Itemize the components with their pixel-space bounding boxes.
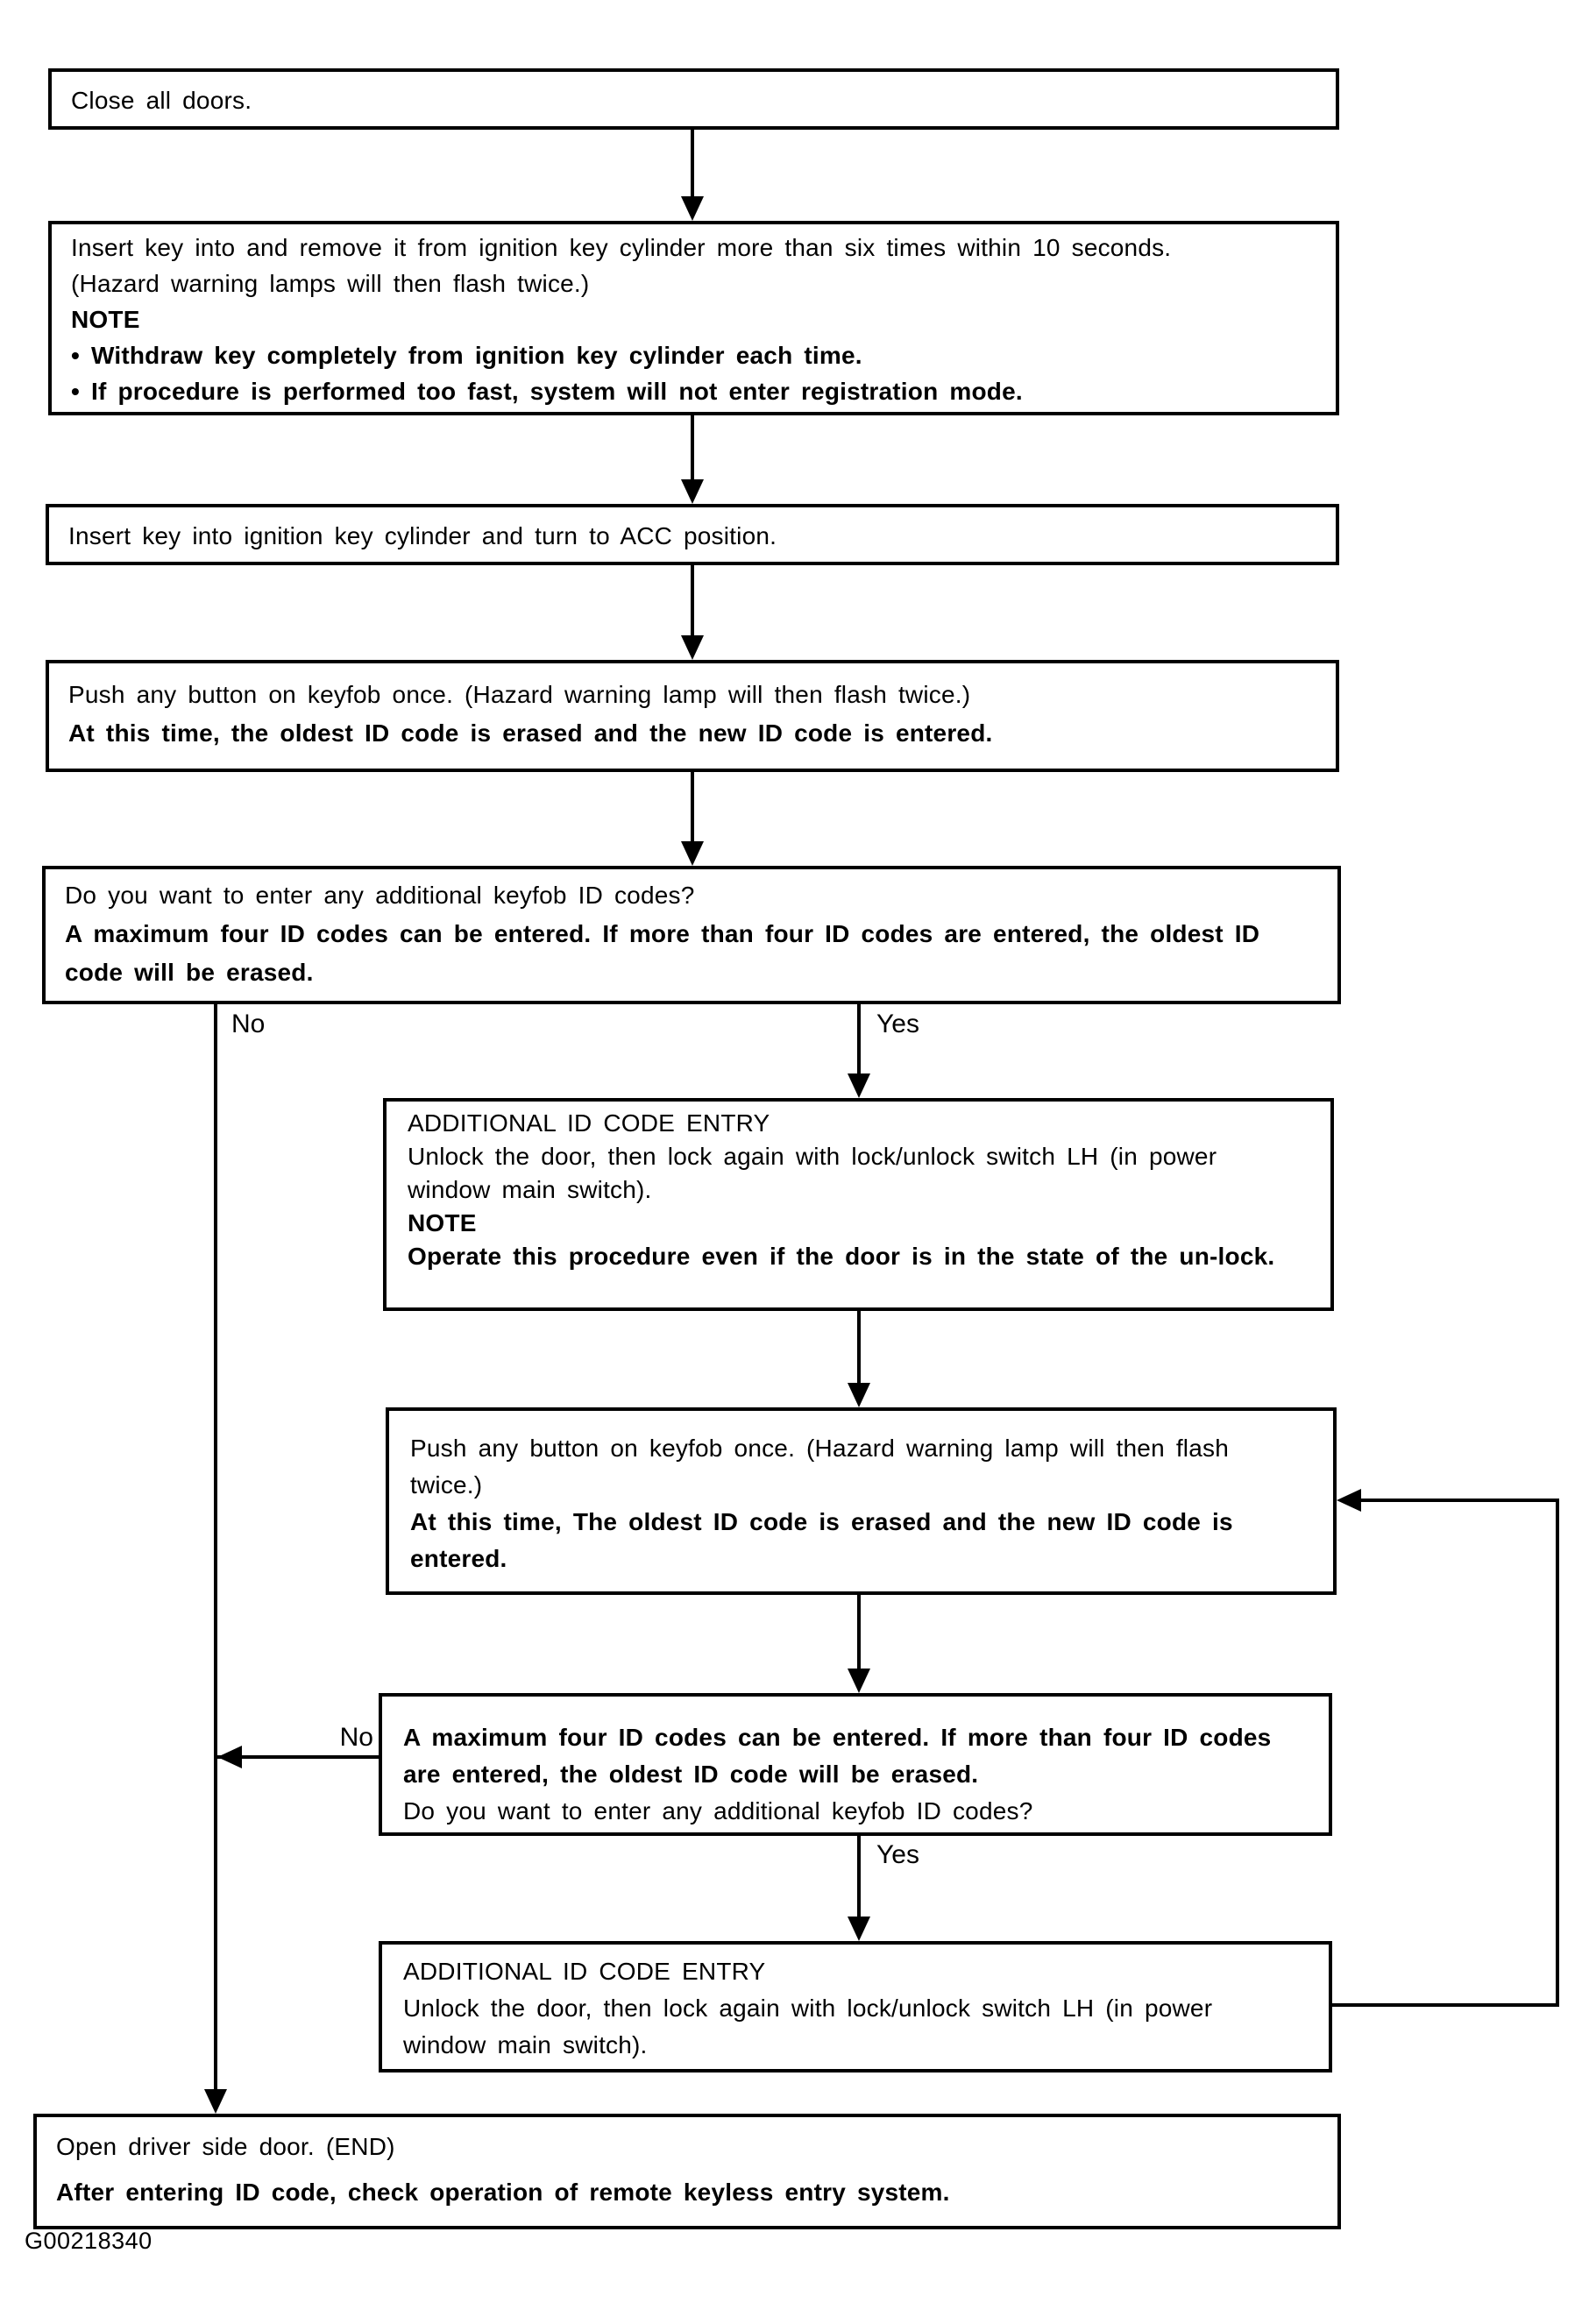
step-turn-acc: Insert key into ignition key cylinder an…	[46, 504, 1339, 565]
step-text-line: ADDITIONAL ID CODE ENTRY	[403, 1958, 766, 1985]
decision-additional-codes-1: Do you want to enter any additional keyf…	[42, 866, 1341, 1004]
arrowhead-3-4	[681, 635, 704, 660]
loop-line-top	[1361, 1499, 1559, 1502]
step-text-line: Push any button on keyfob once. (Hazard …	[68, 681, 971, 708]
step-text-line: At this time, the oldest ID code is eras…	[68, 719, 993, 747]
step-end-open-door: Open driver side door. (END) After enter…	[33, 2114, 1341, 2229]
connector-7-8	[857, 1595, 861, 1669]
decision-text-line: A maximum four ID codes can be entered. …	[403, 1724, 1272, 1788]
step-insert-remove-key: Insert key into and remove it from ignit…	[48, 221, 1339, 415]
branch-label-no-2: No	[339, 1723, 373, 1752]
yes-branch-line-2	[857, 1836, 861, 1917]
decision-text-line: A maximum four ID codes can be entered. …	[65, 920, 1260, 986]
step-text-line: At this time, The oldest ID code is eras…	[410, 1508, 1233, 1572]
arrowhead-no-2	[217, 1746, 242, 1768]
figure-code: G00218340	[25, 2228, 153, 2254]
step-text-line: Insert key into and remove it from ignit…	[71, 234, 1172, 261]
connector-4-5	[691, 772, 694, 841]
yes-branch-line-1	[857, 1004, 861, 1073]
arrowhead-yes-2	[848, 1917, 870, 1941]
step-text-line: • Withdraw key completely from ignition …	[71, 342, 862, 369]
decision-text-line: Do you want to enter any additional keyf…	[403, 1797, 1033, 1824]
arrowhead-7-8	[848, 1669, 870, 1693]
step-text-line: Insert key into ignition key cylinder an…	[68, 522, 777, 549]
connector-3-4	[691, 565, 694, 635]
step-additional-id-entry-2: ADDITIONAL ID CODE ENTRY Unlock the door…	[379, 1941, 1332, 2072]
loop-line-bottom	[1332, 2003, 1559, 2007]
step-text-line: Open driver side door. (END)	[56, 2133, 395, 2160]
step-push-keyfob-1: Push any button on keyfob once. (Hazard …	[46, 660, 1339, 772]
step-text-line: NOTE	[408, 1209, 477, 1236]
step-close-all-doors: Close all doors.	[48, 68, 1339, 130]
no-branch-line-1	[214, 1004, 217, 2089]
decision-text-line: Do you want to enter any additional keyf…	[65, 882, 695, 909]
step-push-keyfob-2: Push any button on keyfob once. (Hazard …	[386, 1407, 1337, 1595]
decision-additional-codes-2: A maximum four ID codes can be entered. …	[379, 1693, 1332, 1836]
step-text-line: NOTE	[71, 306, 140, 333]
arrowhead-6-7	[848, 1383, 870, 1407]
step-text-line: Unlock the door, then lock again with lo…	[403, 1995, 1213, 2058]
connector-6-7	[857, 1311, 861, 1383]
step-text-line: Push any button on keyfob once. (Hazard …	[410, 1435, 1229, 1499]
step-text-line: (Hazard warning lamps will then flash tw…	[71, 270, 590, 297]
arrowhead-loop-into-7	[1337, 1489, 1361, 1512]
arrowhead-4-5	[681, 841, 704, 866]
step-text-line: Unlock the door, then lock again with lo…	[408, 1143, 1217, 1203]
arrowhead-1-2	[681, 196, 704, 221]
branch-label-no-1: No	[231, 1010, 266, 1038]
connector-1-2	[691, 130, 694, 198]
arrowhead-no-end	[204, 2089, 227, 2114]
step-text-line: Operate this procedure even if the door …	[408, 1243, 1275, 1270]
connector-2-3	[691, 415, 694, 479]
step-text-line: • If procedure is performed too fast, sy…	[71, 378, 1023, 405]
branch-label-yes-2: Yes	[876, 1840, 919, 1869]
step-additional-id-entry-1: ADDITIONAL ID CODE ENTRY Unlock the door…	[383, 1098, 1334, 1311]
arrowhead-2-3	[681, 479, 704, 504]
loop-line-right	[1556, 1499, 1559, 2007]
arrowhead-yes-1	[848, 1073, 870, 1098]
step-text-line: Close all doors.	[71, 87, 252, 114]
step-text-line: After entering ID code, check operation …	[56, 2179, 950, 2206]
branch-label-yes-1: Yes	[876, 1010, 919, 1038]
step-text-line: ADDITIONAL ID CODE ENTRY	[408, 1109, 770, 1137]
no-branch-line-2	[217, 1755, 379, 1759]
